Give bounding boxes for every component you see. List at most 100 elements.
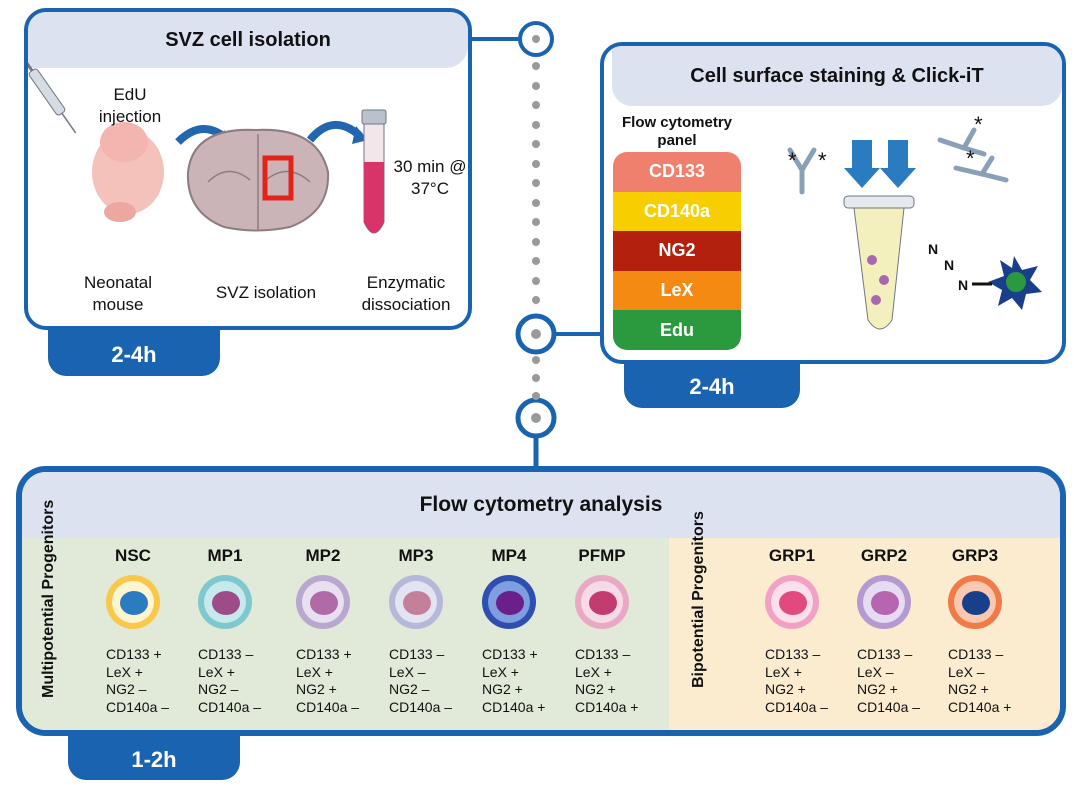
timeline-dot (532, 179, 540, 187)
cell-marker: LeX + (198, 663, 235, 680)
cell-title: NSC (115, 546, 151, 565)
svg-text:*: * (788, 148, 797, 173)
cell-icon (765, 575, 819, 629)
staining-illustrations: * * * * N N N (787, 112, 1042, 330)
marker-ng2: NG2 (613, 231, 741, 271)
cell-title: MP3 (398, 546, 434, 565)
timeline-dot (532, 218, 540, 226)
timeline-dot (532, 81, 540, 90)
incubation-label: 30 min @ 37°C (393, 157, 467, 198)
timeline-dot (532, 159, 540, 168)
eppendorf-tube-icon (843, 195, 915, 330)
svg-text:N: N (928, 241, 938, 257)
multipotential-label: Multipotential Progenitors (40, 499, 57, 698)
analysis-header: Flow cytometry analysis (22, 472, 1060, 538)
cell-marker: NG2 + (575, 681, 616, 697)
cell-icon (389, 575, 443, 629)
marker-lex: LeX (613, 270, 741, 311)
tube-icon (361, 109, 387, 234)
cell-icon (482, 575, 536, 629)
cell-marker: LeX – (389, 663, 426, 680)
timeline-dot (532, 101, 540, 109)
cell-marker: CD140a + (948, 698, 1012, 715)
neonatal-caption: Neonatal mouse (83, 273, 153, 314)
bipotential-label: Bipotential Progenitors (690, 511, 707, 688)
enzymatic-caption: Enzymatic dissociation (361, 273, 451, 314)
timeline-dot (532, 392, 540, 400)
cell-marker: LeX + (482, 663, 519, 680)
svz-illustrations (28, 62, 387, 234)
cell-marker: CD133 + (106, 646, 162, 662)
svz-title: SVZ cell isolation (165, 28, 331, 51)
cell-icon (296, 575, 350, 629)
mouse-pup-icon (92, 122, 164, 222)
timeline-dot (532, 140, 540, 148)
cell-marker: CD133 – (575, 646, 631, 662)
svz-duration-tab: 2-4h (48, 322, 220, 376)
svz-duration: 2-4h (111, 342, 157, 367)
timeline-dot (532, 296, 540, 304)
timeline-dot (532, 237, 540, 246)
cell-title: MP2 (305, 546, 341, 565)
cell-marker: LeX + (106, 663, 143, 680)
cell-marker: CD133 + (296, 646, 352, 662)
staining-duration-tab: 2-4h (624, 356, 800, 408)
marker-cd140a: CD140a (613, 191, 741, 232)
svg-text:*: * (818, 148, 827, 173)
panel-title: Flow cytometry panel (621, 114, 733, 149)
cell-marker: CD140a – (857, 698, 921, 715)
marker-stack: CD133 CD140a NG2 LeX Edu (613, 152, 741, 350)
svz-region-box (262, 155, 294, 201)
timeline-dot (532, 356, 540, 364)
svg-text:N: N (944, 257, 954, 273)
svz-header: SVZ cell isolation (28, 12, 468, 68)
svg-text:N: N (958, 277, 968, 293)
cell-marker: CD140a – (198, 698, 262, 715)
antibody-icon (787, 127, 1009, 195)
cell-icon (106, 575, 160, 629)
cell-icon (948, 575, 1002, 629)
brain-section-icon (186, 128, 330, 232)
marker-edu: Edu (613, 310, 741, 350)
analysis-duration-tab: 1-2h (68, 730, 240, 780)
cell-icon (575, 575, 629, 629)
azide-dye-icon: N N N (928, 241, 1042, 310)
cell-marker: NG2 – (198, 681, 239, 697)
timeline-dot (532, 374, 540, 382)
cell-marker: CD140a + (482, 698, 546, 715)
cell-marker: LeX – (948, 663, 985, 680)
cell-marker: CD140a – (389, 698, 453, 715)
cell-marker: NG2 + (765, 681, 806, 697)
analysis-panel: Flow cytometry analysis (16, 466, 1066, 736)
svg-text:*: * (974, 112, 983, 137)
bipotential-section (669, 538, 1060, 730)
timeline-dot (532, 120, 540, 129)
cell-title: PFMP (578, 546, 626, 565)
syringe-icon (28, 62, 77, 134)
cell-marker: CD133 – (857, 646, 913, 662)
staining-duration: 2-4h (689, 374, 735, 399)
svg-text:*: * (966, 146, 975, 171)
staining-title: Cell surface staining & Click-iT (690, 64, 984, 87)
cell-marker: CD133 – (948, 646, 1004, 662)
arrow-icon-2 (306, 120, 363, 143)
cell-title: MP1 (207, 546, 243, 565)
cell-marker: NG2 + (482, 681, 523, 697)
cell-marker: CD133 + (482, 646, 538, 662)
cell-marker: NG2 + (296, 681, 337, 697)
timeline-dot (532, 62, 540, 70)
cell-marker: CD140a – (106, 698, 170, 715)
cell-title: GRP3 (951, 546, 999, 565)
cell-marker: CD140a + (575, 698, 639, 715)
analysis-title: Flow cytometry analysis (419, 493, 663, 516)
marker-cd133: CD133 (613, 152, 741, 192)
cell-marker: CD133 – (389, 646, 445, 662)
multipotential-section (22, 538, 669, 730)
svz-caption: SVZ isolation (215, 283, 317, 302)
staining-header: Cell surface staining & Click-iT (612, 46, 1062, 106)
cell-marker: LeX – (857, 663, 894, 680)
cell-icon (198, 575, 252, 629)
cell-title: GRP1 (768, 546, 816, 565)
cell-marker: NG2 + (948, 681, 989, 697)
